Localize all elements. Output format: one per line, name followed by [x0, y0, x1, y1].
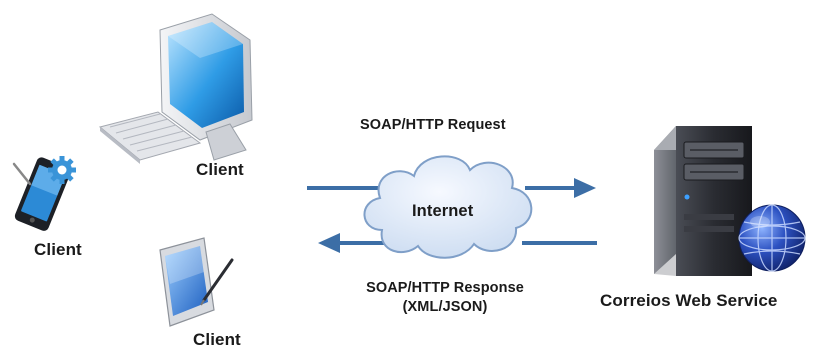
internet-label: Internet [412, 202, 474, 220]
client-tablet-label: Client [193, 330, 241, 349]
smartphone-gear-icon [12, 156, 76, 231]
response-arrow [318, 233, 597, 253]
tablet-stylus-icon [159, 237, 234, 327]
request-label: SOAP/HTTP Request [360, 117, 506, 133]
desktop-computer-icon [98, 13, 253, 164]
response-label: SOAP/HTTP Response (XML/JSON) [340, 279, 550, 317]
response-label-line2: (XML/JSON) [402, 299, 488, 315]
client-phone-label: Client [34, 240, 82, 259]
response-label-line1: SOAP/HTTP Response [366, 280, 524, 296]
server-globe-icon [654, 126, 806, 276]
request-arrow [307, 178, 596, 198]
server-label: Correios Web Service [600, 291, 778, 310]
internet-cloud-icon [363, 155, 533, 259]
client-desktop-label: Client [196, 160, 244, 179]
